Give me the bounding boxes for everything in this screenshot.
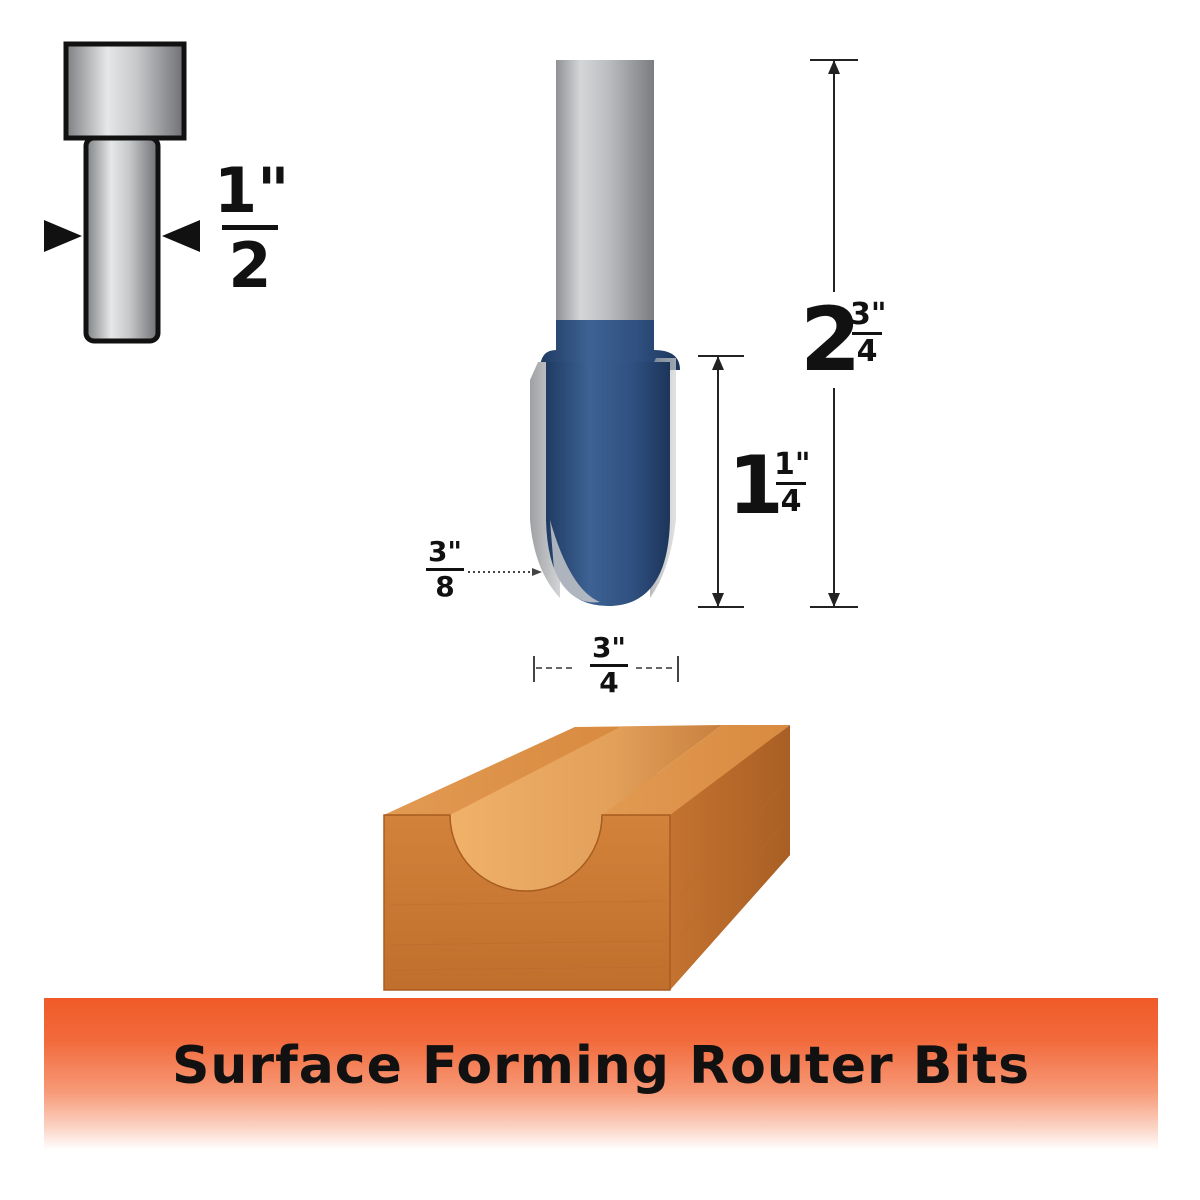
cutting-diameter-numerator: 3"	[591, 631, 627, 664]
shank-icon	[44, 41, 200, 344]
wood-groove-illustration	[383, 725, 790, 991]
fraction-bar	[590, 664, 628, 667]
shank-diameter-label: 1" 2	[214, 154, 290, 302]
title-banner: Surface Forming Router Bits	[44, 998, 1158, 1150]
cutting-length-fraction: 1" 4	[774, 447, 811, 519]
overall-length-label: 2 3" 4	[796, 292, 888, 388]
cutting-length-numerator: 1"	[774, 447, 811, 482]
cutting-diameter-label: 3" 4	[588, 634, 630, 697]
overall-length-whole: 2	[800, 288, 862, 391]
fraction-bar	[222, 225, 278, 230]
overall-length-fraction: 3" 4	[850, 297, 887, 369]
router-bit-illustration	[530, 60, 680, 606]
fraction-bar	[852, 332, 882, 335]
cutting-length-whole: 1	[728, 439, 784, 532]
radius-numerator: 3"	[427, 535, 463, 568]
cutting-diameter-denominator: 4	[599, 666, 619, 699]
shank-diameter-denominator: 2	[228, 229, 272, 302]
radius-leader-line	[468, 568, 542, 576]
overall-length-denominator: 4	[856, 334, 878, 369]
cutting-length-dimension-line	[698, 355, 744, 608]
shank-diameter-numerator: 1"	[214, 154, 290, 227]
overall-length-numerator: 3"	[850, 297, 887, 332]
cutting-length-denominator: 4	[780, 484, 802, 519]
radius-label: 3" 8	[424, 538, 466, 601]
cutting-diameter-dimension-line	[533, 656, 679, 682]
banner-title: Surface Forming Router Bits	[171, 1036, 1031, 1096]
radius-denominator: 8	[435, 570, 455, 603]
fraction-bar	[426, 568, 464, 571]
fraction-bar	[776, 482, 806, 485]
cutting-length-label: 1 1" 4	[724, 440, 814, 530]
